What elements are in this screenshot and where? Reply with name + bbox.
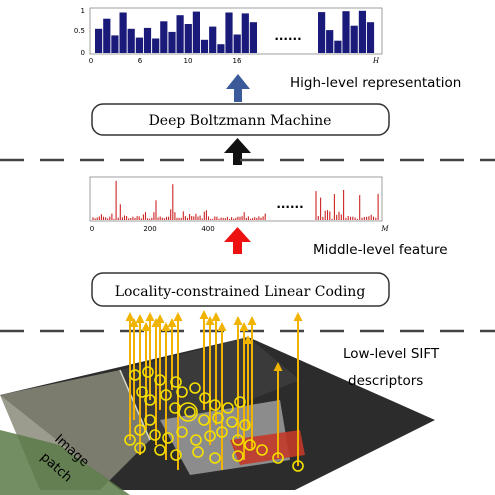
histogram-bar <box>128 29 135 53</box>
blue-up-arrow <box>226 74 250 102</box>
middle-level-label: Middle-level feature <box>313 242 448 258</box>
dbm-box: Deep Boltzmann Machine <box>92 104 389 135</box>
x-tick-10: 10 <box>184 57 193 65</box>
histogram-bar <box>152 39 159 54</box>
histogram-bar <box>136 38 143 53</box>
sift-descriptor-arrowhead <box>200 310 209 319</box>
high-level-label: High-level representation <box>290 75 461 91</box>
x-end-label-h: H <box>372 57 380 65</box>
histogram-bar <box>326 30 333 53</box>
x-tick-0-mid: 0 <box>90 225 94 233</box>
histogram-ellipsis: ...... <box>274 29 301 43</box>
histogram-bar <box>185 24 192 53</box>
high-level-histogram: 1 0.5 0 0 6 10 16 H ...... <box>74 7 382 65</box>
x-tick-200: 200 <box>143 225 156 233</box>
sift-descriptor-arrowhead <box>234 316 243 325</box>
y-tick-1: 1 <box>81 7 85 15</box>
histogram-bar <box>318 12 325 53</box>
y-tick-0: 0 <box>81 49 85 57</box>
sift-descriptor-arrowhead <box>174 312 183 321</box>
low-level-label-line2: descriptors <box>348 373 423 389</box>
histogram-bar <box>95 29 102 53</box>
histogram-bar <box>242 13 249 53</box>
x-tick-16: 16 <box>233 57 242 65</box>
histogram-bar <box>250 22 257 53</box>
histogram-bar <box>193 12 200 53</box>
histogram-bar <box>201 40 208 53</box>
sift-descriptor-arrowhead <box>218 322 227 331</box>
llc-box: Locality-constrained Linear Coding <box>92 273 389 306</box>
histogram-frame-middle <box>90 177 382 221</box>
histogram-bar <box>359 11 366 53</box>
y-tick-0-5: 0.5 <box>74 27 85 35</box>
histogram-bar <box>177 15 184 53</box>
middle-histogram-ellipsis: ...... <box>276 197 303 211</box>
histogram-bar <box>209 27 216 53</box>
low-level-label-line1: Low-level SIFT <box>343 346 440 362</box>
histogram-bar <box>144 28 151 53</box>
histogram-bar <box>334 41 341 53</box>
histogram-bar <box>217 44 224 53</box>
red-up-arrow <box>224 227 251 254</box>
histogram-bar <box>342 11 349 53</box>
middle-level-histogram: 0 200 400 M ...... <box>90 177 390 233</box>
histogram-bar <box>367 22 374 53</box>
histogram-bar <box>120 13 127 54</box>
histogram-bar <box>234 35 241 54</box>
histogram-bar <box>351 26 358 53</box>
x-end-label-m: M <box>380 225 389 233</box>
histogram-bar <box>160 21 167 53</box>
histogram-bar <box>103 19 110 53</box>
sift-descriptor-arrowhead <box>294 312 303 321</box>
x-tick-0: 0 <box>89 57 93 65</box>
llc-label: Locality-constrained Linear Coding <box>115 284 366 300</box>
sift-descriptor-arrowhead <box>146 312 155 321</box>
histogram-bar <box>111 35 118 53</box>
histogram-bar <box>225 13 232 54</box>
sift-descriptor-arrowhead <box>136 314 145 323</box>
dbm-label: Deep Boltzmann Machine <box>149 113 332 129</box>
x-tick-400: 400 <box>201 225 214 233</box>
sift-descriptor-arrowhead <box>156 314 165 323</box>
sift-descriptor-arrowhead <box>248 316 257 325</box>
histogram-bar <box>168 32 175 53</box>
x-tick-6: 6 <box>138 57 143 65</box>
sift-descriptor-arrowhead <box>126 312 135 321</box>
sift-descriptor-arrowhead <box>212 312 221 321</box>
